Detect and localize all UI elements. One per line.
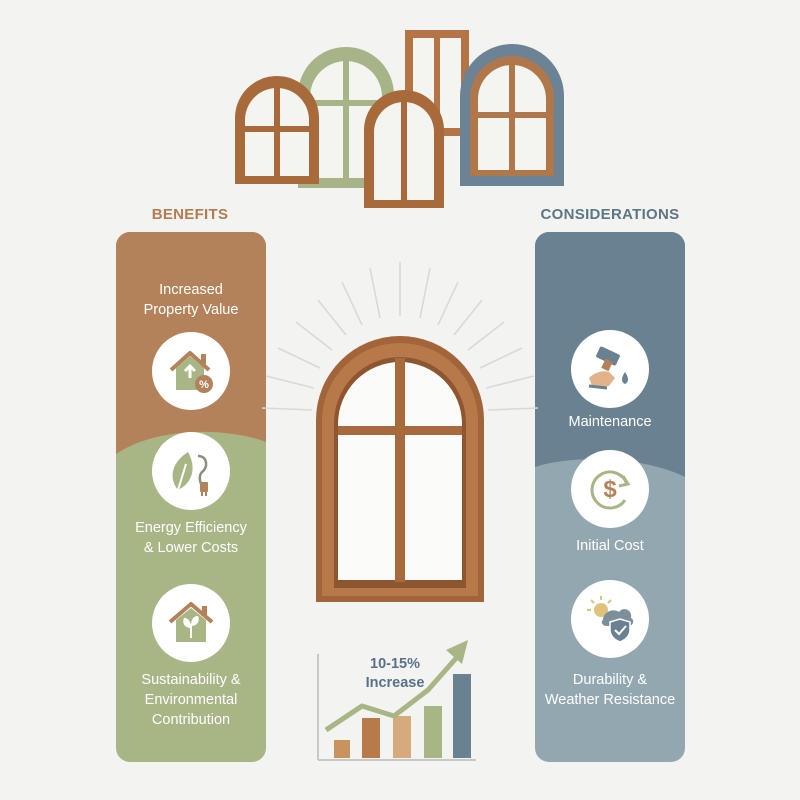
eco-house-icon: [168, 602, 214, 642]
benefit-label-energy: Energy Efficiency & Lower Costs: [135, 520, 247, 556]
consideration-label-maintenance: Maintenance: [568, 414, 652, 430]
benefits-panel: Increased Property Value % Energy Effici: [116, 232, 266, 762]
benefit-label-sustainability: Sustainability & Environmental Contribut…: [141, 672, 241, 728]
benefit-circle-property-value: %: [152, 332, 230, 410]
paint-brush-icon: [588, 346, 628, 390]
brown-arched-window-left: [235, 76, 319, 184]
considerations-panel: Maintenance $ Initial Cost Durability &: [535, 232, 685, 762]
considerations-title: CONSIDERATIONS: [540, 206, 680, 223]
chart-bar-5: [453, 674, 471, 758]
dollar-cycle-icon: $: [590, 470, 631, 510]
chart-increase-label: 10-15% Increase: [365, 656, 425, 691]
benefit-circle-sustainability: [152, 584, 230, 662]
benefit-label-property-value: Increased Property Value: [143, 282, 239, 318]
tall-wood-window: [405, 30, 469, 136]
brown-arched-window-center: [364, 90, 444, 208]
center-window-frame: [316, 336, 484, 602]
benefit-circle-energy: [152, 432, 230, 510]
consideration-label-durability: Durability & Weather Resistance: [544, 672, 676, 708]
window-collection-illustration: [235, 30, 564, 208]
chart-bar-3: [393, 716, 411, 758]
consideration-circle-maintenance: [571, 330, 649, 408]
consideration-label-initial-cost: Initial Cost: [576, 538, 644, 554]
leaf-plug-icon: [172, 452, 208, 496]
weather-shield-icon: [587, 596, 634, 643]
sun-rays: [261, 262, 539, 411]
chart-bar-4: [424, 706, 442, 758]
slate-arched-window: [460, 44, 564, 186]
chart-bar-1: [334, 740, 350, 758]
chart-bar-2: [362, 718, 380, 758]
svg-text:$: $: [603, 476, 617, 503]
svg-text:%: %: [199, 379, 209, 391]
benefits-title: BENEFITS: [151, 206, 229, 223]
consideration-circle-durability: [571, 580, 649, 658]
consideration-circle-initial-cost: $: [571, 450, 649, 528]
house-value-icon: %: [169, 351, 213, 393]
